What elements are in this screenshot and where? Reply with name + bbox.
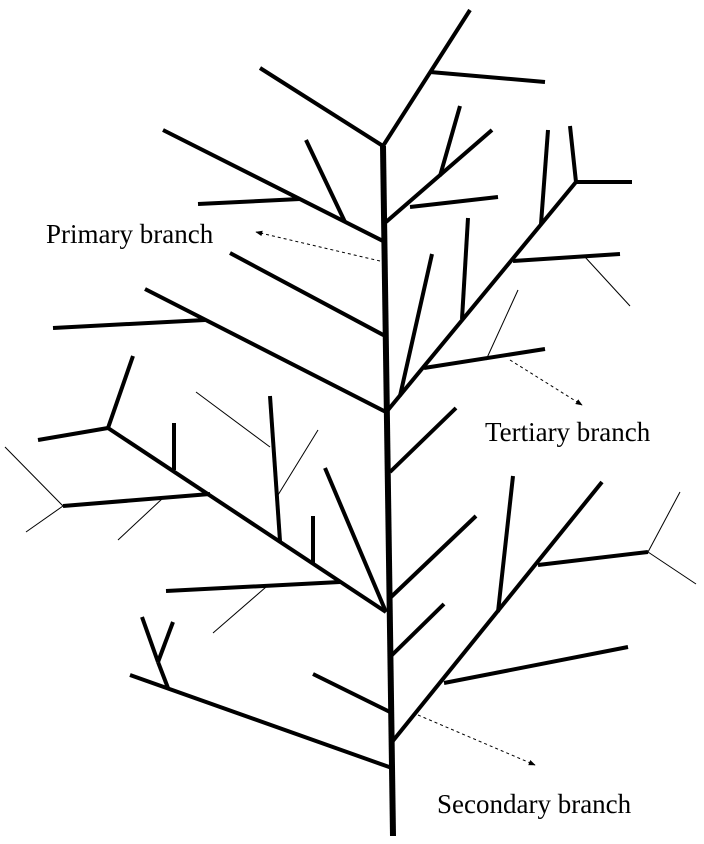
branch-left-mid [229, 251, 388, 339]
main-stem [380, 145, 396, 837]
primary-branch-arrow [255, 230, 381, 262]
secondary-branch-label: Secondary branch [437, 789, 632, 819]
branch-right-stub-3 [389, 602, 446, 658]
apex-branches [258, 8, 546, 148]
primary-branch-label: Primary branch [46, 219, 214, 249]
primary-branch-upper-left [162, 128, 386, 244]
tertiary-branch-arrow [509, 359, 583, 406]
primary-branch-left-long [52, 287, 387, 414]
tertiary-branch-label: Tertiary branch [485, 417, 651, 447]
secondary-branch-arrow [417, 714, 536, 766]
primary-branch-upper-right [384, 105, 499, 224]
primary-branch-right-lower [390, 475, 697, 744]
primary-branch-right-large [386, 125, 632, 412]
primary-branch-left-lower [4, 355, 388, 634]
branch-left-stub [312, 672, 391, 714]
primary-branch-left-bottom [129, 616, 393, 770]
branch-right-stub-1 [388, 406, 458, 474]
branch-right-stub-2 [388, 514, 478, 600]
